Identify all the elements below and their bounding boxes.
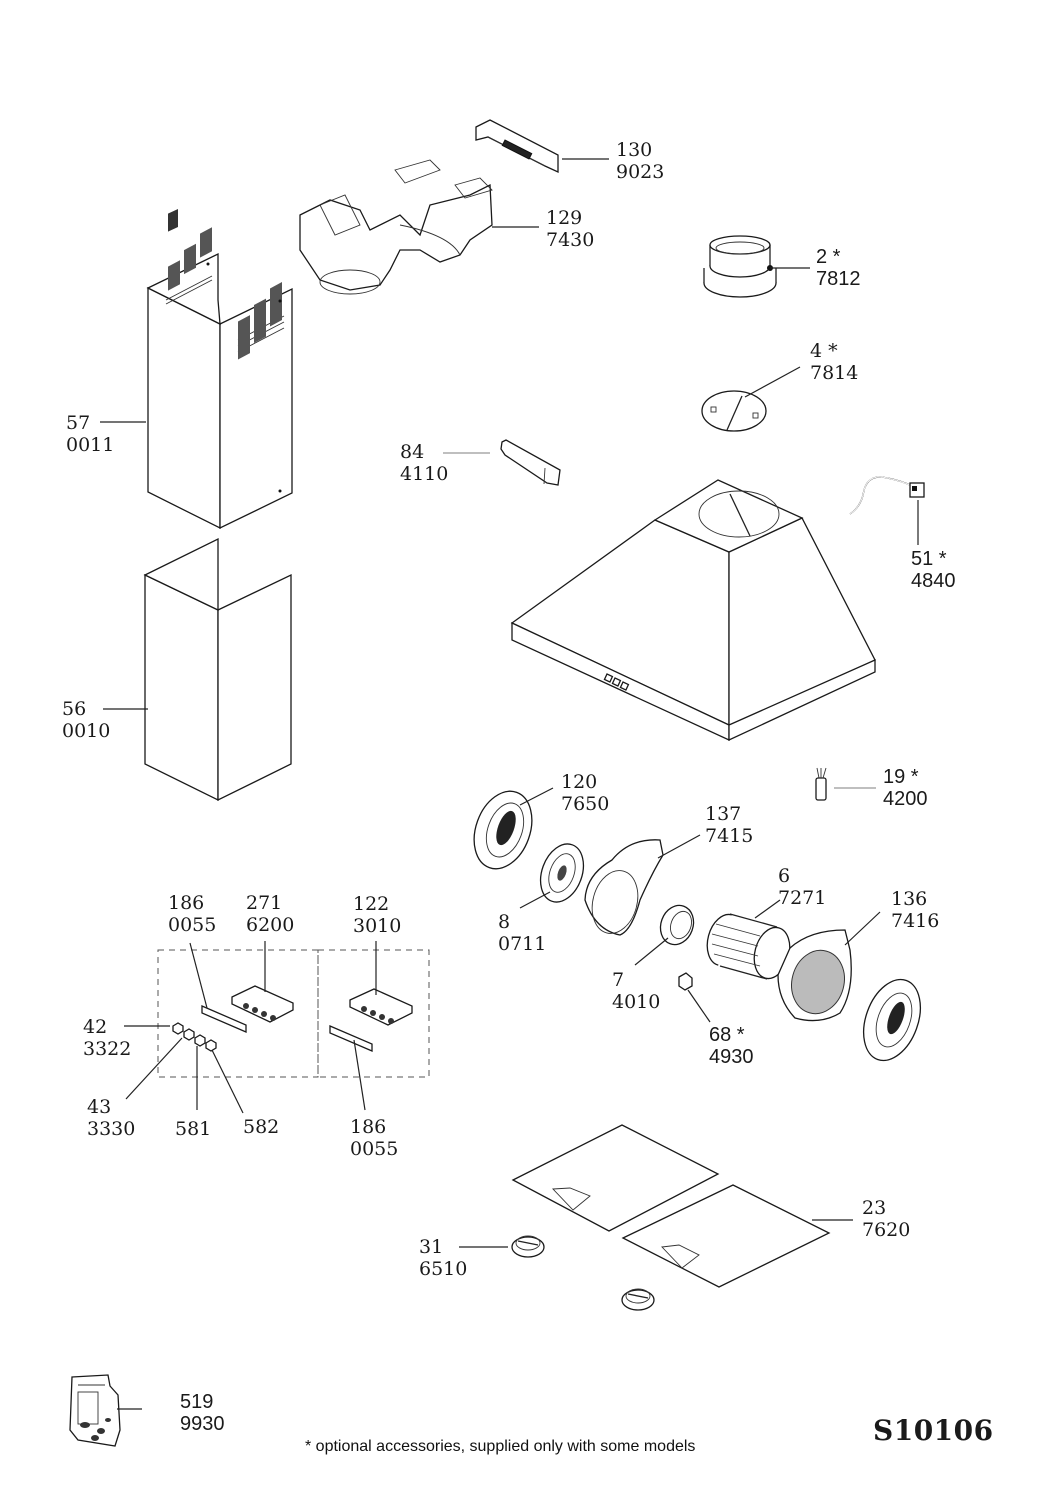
leader-582 xyxy=(211,1049,244,1114)
leader-186-bottom xyxy=(353,1039,366,1111)
leader-43 xyxy=(125,1037,183,1100)
part-2-duct-adapter[interactable] xyxy=(703,235,810,298)
leader-6 xyxy=(754,899,781,919)
leader-186-top xyxy=(189,942,208,1009)
leader-7 xyxy=(634,937,669,966)
part-56-lower-chimney[interactable] xyxy=(103,537,292,802)
hood-body[interactable] xyxy=(510,479,876,742)
part-130-mounting-bracket[interactable] xyxy=(475,119,609,174)
part-519-screw-kit[interactable] xyxy=(69,1374,142,1447)
part-push-buttons[interactable] xyxy=(124,1022,244,1114)
label-2: 2 *7812 xyxy=(816,246,861,290)
part-68-connector[interactable] xyxy=(678,972,711,1023)
label-68: 68 *4930 xyxy=(709,1024,754,1068)
part-186-panel-strip-left[interactable] xyxy=(189,942,247,1033)
document-id: S10106 xyxy=(873,1414,994,1447)
part-19-capacitor[interactable] xyxy=(815,767,876,801)
leader-4 xyxy=(744,366,801,398)
part-6-impeller[interactable] xyxy=(702,899,795,983)
part-271-switch-unit[interactable] xyxy=(231,941,294,1023)
leader-68 xyxy=(687,989,711,1023)
leader-137 xyxy=(657,834,701,859)
part-84-bracket-clip[interactable] xyxy=(443,439,561,486)
part-31-filter-handles[interactable] xyxy=(459,1235,655,1311)
label-581: 581 xyxy=(175,1118,212,1140)
part-186-panel-strip-right[interactable] xyxy=(329,1025,373,1111)
part-7-motor[interactable] xyxy=(634,901,699,966)
part-136-fan-housing-rear[interactable] xyxy=(777,911,881,1022)
part-carbon-filter-right[interactable] xyxy=(853,972,931,1069)
leader-8 xyxy=(519,891,551,909)
leader-120 xyxy=(519,787,554,806)
leader-136 xyxy=(844,911,881,946)
label-582: 582 xyxy=(243,1116,280,1138)
part-122-switch-unit-alt[interactable] xyxy=(349,941,413,1026)
label-51: 51 *4840 xyxy=(911,548,956,592)
part-23-grease-filters[interactable] xyxy=(511,1124,853,1288)
part-57-upper-chimney[interactable] xyxy=(100,208,293,530)
control-kit-groups xyxy=(157,949,430,1078)
part-137-fan-housing-front[interactable] xyxy=(584,834,701,939)
optional-accessories-footnote: * optional accessories, supplied only wi… xyxy=(305,1438,696,1455)
label-19: 19 *4200 xyxy=(883,766,928,810)
part-8-motor-flange[interactable] xyxy=(519,838,591,909)
part-120-carbon-filter[interactable] xyxy=(464,783,554,877)
part-51-power-cable[interactable] xyxy=(849,476,925,545)
part-129-support-frame[interactable] xyxy=(299,159,539,295)
part-4-non-return-valve[interactable] xyxy=(701,366,801,432)
label-4: 4 *7814 xyxy=(810,340,859,384)
